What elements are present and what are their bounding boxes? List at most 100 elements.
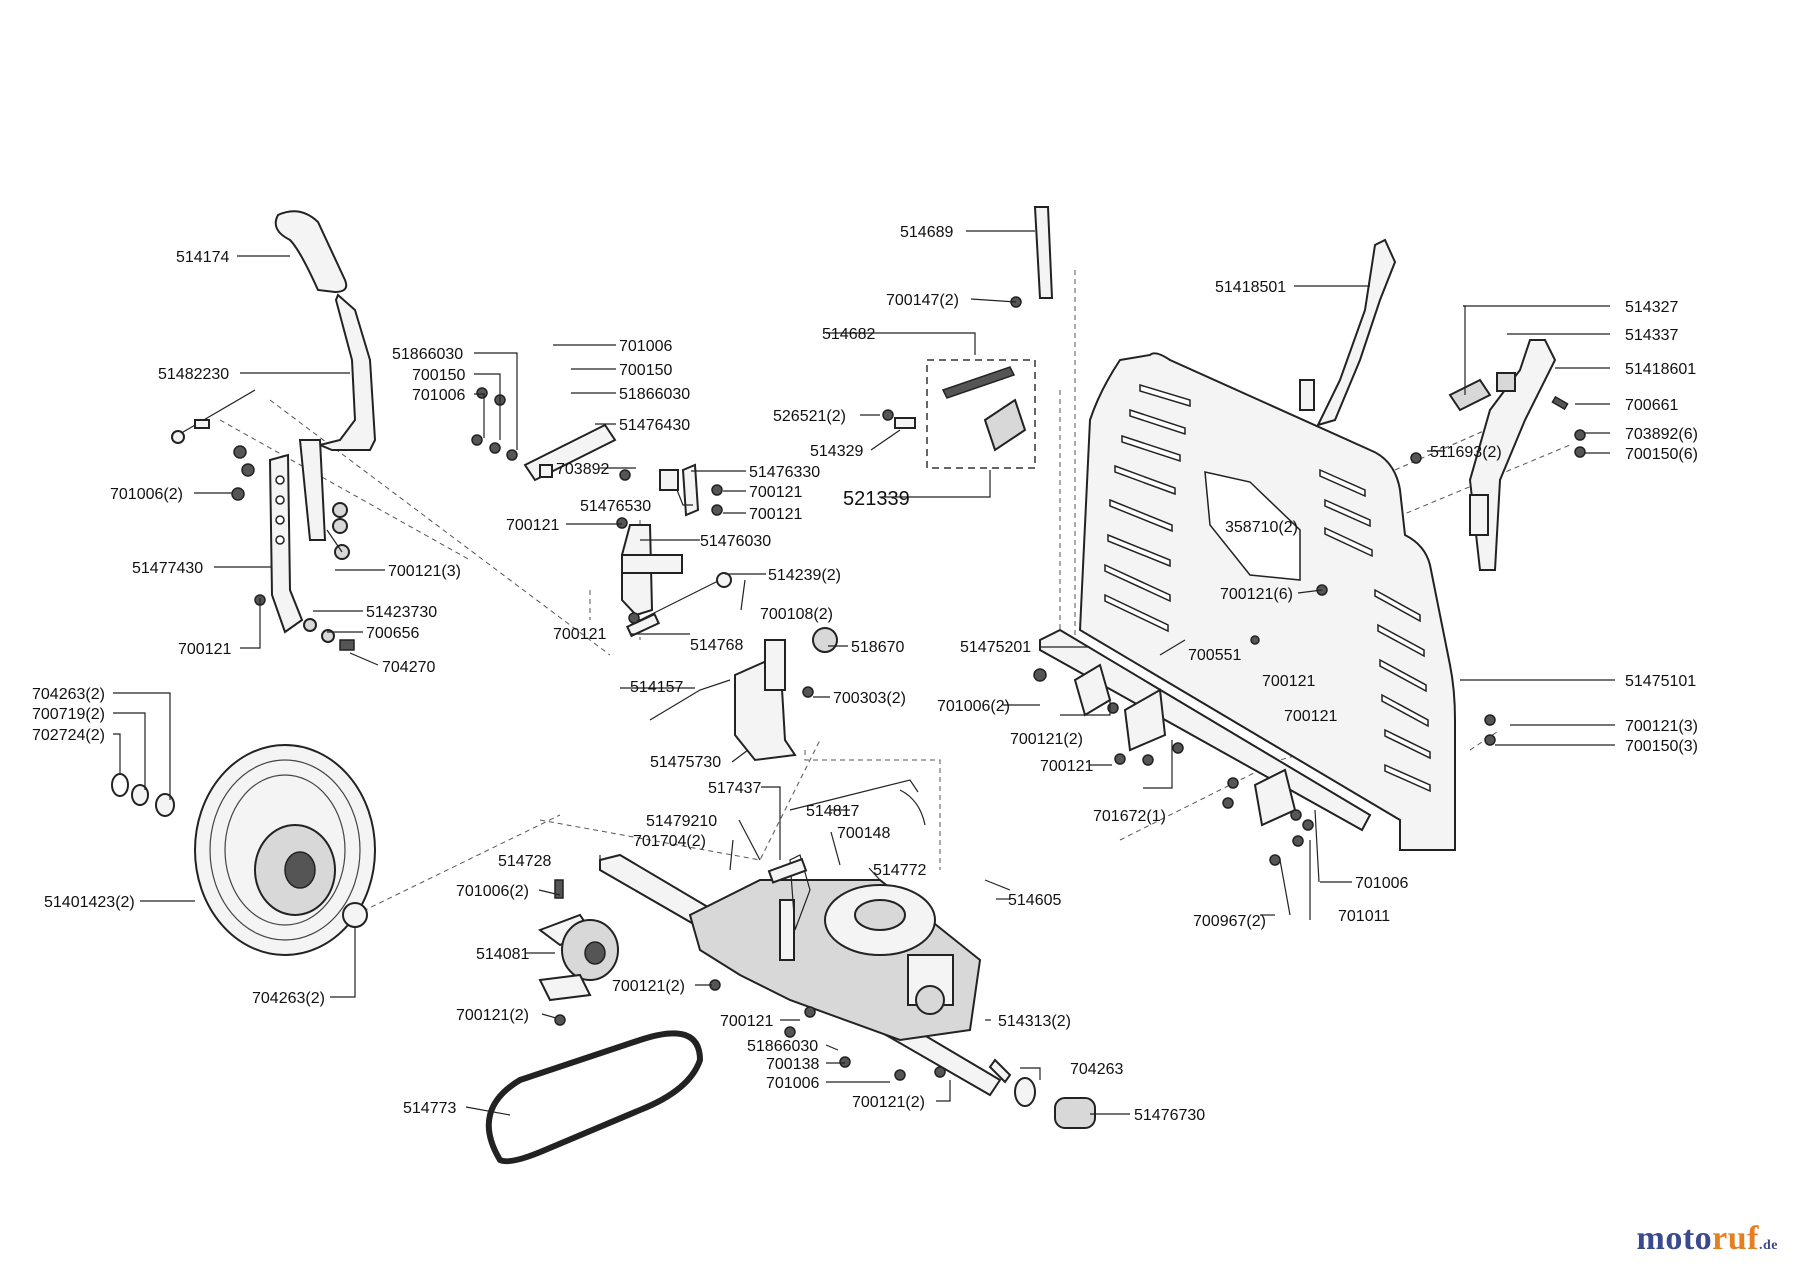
callout: 701704(2) [633, 833, 706, 850]
idler-bracket [537, 879, 619, 1026]
callout: 700121(2) [612, 978, 685, 995]
callout: 51418601 [1625, 361, 1696, 378]
callout: 51476730 [1134, 1107, 1205, 1124]
callout: 700661 [1625, 397, 1678, 414]
callout: 700121 [720, 1013, 773, 1030]
callout: 701006 [766, 1075, 819, 1092]
callout: 51477430 [132, 560, 203, 577]
callout: 701006(2) [937, 698, 1010, 715]
brand-tld: .de [1759, 1238, 1778, 1253]
callout: 700121(3) [1625, 718, 1698, 735]
steering-lever [274, 210, 377, 541]
callout: 700121 [1284, 708, 1337, 725]
plate-bracket-right [1410, 339, 1586, 571]
lever-bracket [254, 453, 304, 634]
callout: 51476330 [749, 464, 820, 481]
callout: 700121(3) [388, 563, 461, 580]
callout: 700150(3) [1625, 738, 1698, 755]
callout: 514174 [176, 249, 229, 266]
lever-cable [171, 389, 256, 444]
callout: 700551 [1188, 647, 1241, 664]
callout: 511693(2) [1430, 444, 1502, 461]
callout: 521339 [843, 488, 910, 510]
callout: 51866030 [392, 346, 463, 363]
callout: 51476530 [580, 498, 651, 515]
callout: 700138 [766, 1056, 819, 1073]
callout: 51475201 [960, 639, 1031, 656]
callout: 514313(2) [998, 1013, 1071, 1030]
callout: 700121 [553, 626, 606, 643]
callout: 704263(2) [32, 686, 105, 703]
callout: 514081 [476, 946, 529, 963]
callout: 701006 [412, 387, 465, 404]
callout: 51401423(2) [44, 894, 135, 911]
linkage-assembly [471, 387, 838, 762]
callout: 514605 [1008, 892, 1061, 909]
callout: 700121 [1040, 758, 1093, 775]
callout: 700121 [1262, 673, 1315, 690]
callout: 51423730 [366, 604, 437, 621]
callout: 51476030 [700, 533, 771, 550]
callout: 700108(2) [760, 606, 833, 623]
callout: 51476430 [619, 417, 690, 434]
callout: 700121 [178, 641, 231, 658]
callout: 704263(2) [252, 990, 325, 1007]
callout: 514772 [873, 862, 926, 879]
callout: 514682 [822, 326, 875, 343]
callout: 51479210 [646, 813, 717, 830]
callout: 51866030 [747, 1038, 818, 1055]
callout: 514239(2) [768, 567, 841, 584]
rear-plate [1078, 352, 1456, 851]
callout: 704270 [382, 659, 435, 676]
callout: 514817 [806, 803, 859, 820]
leader-lines [113, 230, 1615, 1116]
plate-vents [1104, 383, 1431, 793]
callout: 700121 [749, 484, 802, 501]
callout: 514689 [900, 224, 953, 241]
callout: 700656 [366, 625, 419, 642]
callout: 358710(2) [1225, 519, 1298, 536]
brand-name-part1: moto [1636, 1220, 1713, 1257]
callout: 700121(2) [852, 1094, 925, 1111]
brand-name-part2: ruf [1712, 1220, 1759, 1257]
wheel-hardware [111, 773, 175, 817]
callout: 700719(2) [32, 706, 105, 723]
callout: 700148 [837, 825, 890, 842]
callout: 514337 [1625, 327, 1678, 344]
callout: 700147(2) [886, 292, 959, 309]
callout: 700121(2) [456, 1007, 529, 1024]
callout: 700121(6) [1220, 586, 1293, 603]
callout: 700121(2) [1010, 731, 1083, 748]
plate-bracket-left [1299, 238, 1397, 427]
callout: 701006(2) [110, 486, 183, 503]
callout: 518670 [851, 639, 904, 656]
callout: 514728 [498, 853, 551, 870]
callout: 703892(6) [1625, 426, 1698, 443]
callout: 514768 [690, 637, 743, 654]
callout: 514327 [1625, 299, 1678, 316]
switch-group [882, 206, 1054, 469]
callout: 51866030 [619, 386, 690, 403]
small-bolts-left [231, 445, 355, 651]
callout: 700121 [749, 506, 802, 523]
callout: 517437 [708, 780, 761, 797]
callout: 526521(2) [773, 408, 846, 425]
callout: 703892 [556, 461, 609, 478]
callout: 700150 [412, 367, 465, 384]
callout: 701006 [1355, 875, 1408, 892]
callout: 701011 [1338, 908, 1390, 925]
callout: 700121 [506, 517, 559, 534]
callout: 51475101 [1625, 673, 1696, 690]
callout: 701006(2) [456, 883, 529, 900]
callout: 51418501 [1215, 279, 1286, 296]
drive-belt [485, 1030, 704, 1165]
callout: 51482230 [158, 366, 229, 383]
callout: 704263 [1070, 1061, 1123, 1078]
callout: 701672(1) [1093, 808, 1166, 825]
callout: 51475730 [650, 754, 721, 771]
callout: 702724(2) [32, 727, 105, 744]
callout: 514157 [630, 679, 683, 696]
callout: 700303(2) [833, 690, 906, 707]
transaxle [599, 779, 1096, 1129]
